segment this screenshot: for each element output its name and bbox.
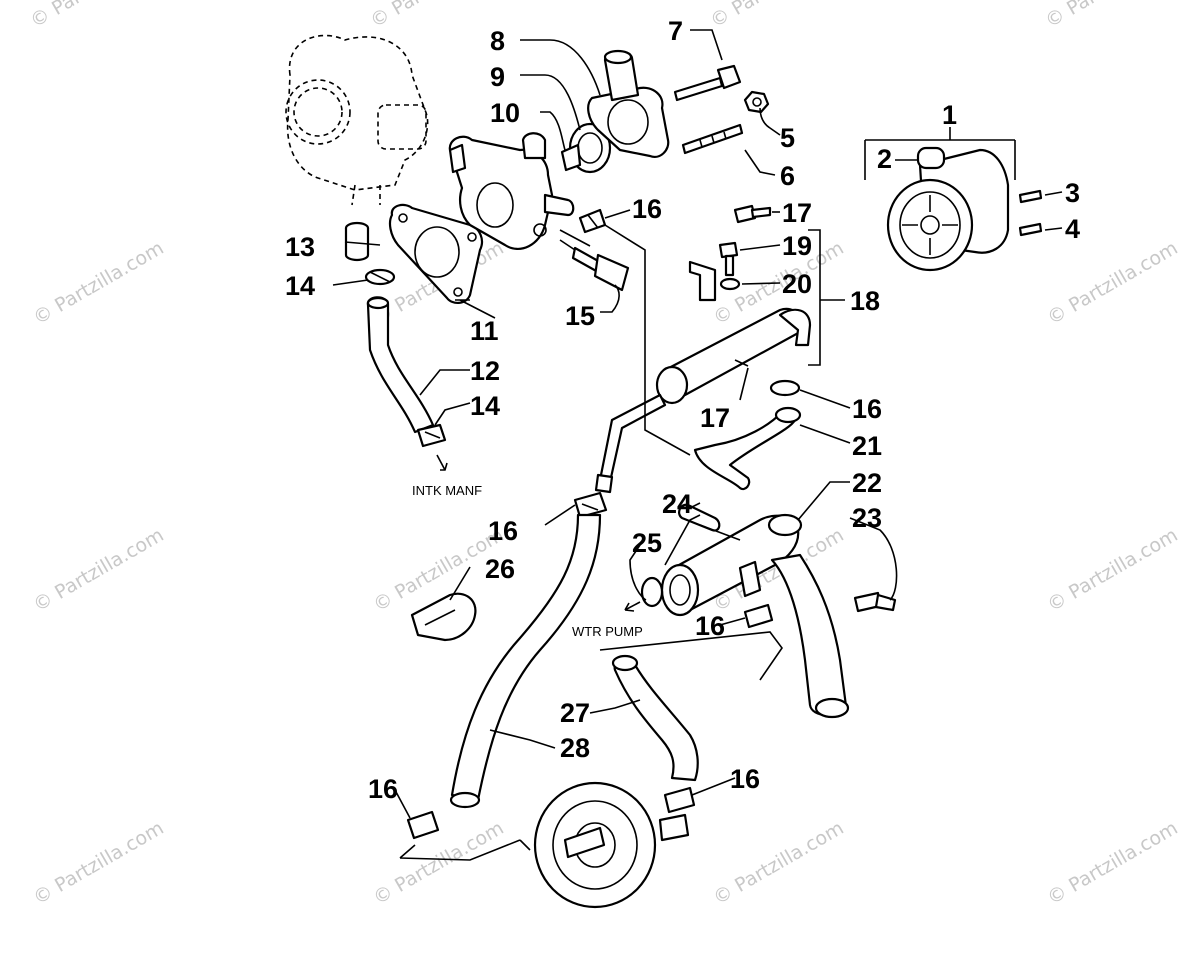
watermark: © Partzilla.com [1044, 817, 1182, 909]
part-16-clamp-right [769, 379, 801, 397]
part-16-clamp-left [573, 491, 608, 519]
callout-14-upper: 14 [285, 271, 315, 301]
watermark: © Partzilla.com [30, 237, 168, 329]
callout-2: 2 [877, 144, 892, 174]
callout-28: 28 [560, 733, 590, 763]
part-11-gasket [388, 203, 484, 304]
watermark: © Partzilla.com [707, 0, 845, 32]
part-25-o-ring [640, 576, 664, 608]
callout-7: 7 [668, 16, 683, 46]
callout-17-lower: 17 [700, 403, 730, 433]
watermark: © Partzilla.com [367, 0, 505, 32]
callout-8: 8 [490, 26, 505, 56]
callout-23: 23 [852, 503, 882, 533]
intake-manifold-note: INTK MANF [412, 483, 482, 498]
watermark: © Partzilla.com [1044, 524, 1182, 616]
callout-15: 15 [565, 301, 595, 331]
callout-25: 25 [632, 528, 662, 558]
part-10-thermostat [560, 122, 612, 174]
part-8-water-outlet [587, 49, 670, 158]
part-18-water-pipe [594, 260, 812, 494]
callout-5: 5 [780, 123, 795, 153]
callout-16-d: 16 [695, 611, 725, 641]
part-28-hose [449, 513, 602, 809]
callout-19: 19 [782, 231, 812, 261]
callout-labels: 1 2 3 4 5 6 7 8 9 10 11 12 13 14 14 15 1… [285, 16, 1080, 804]
throttle-body-reference [285, 34, 429, 206]
callout-12: 12 [470, 356, 500, 386]
leader-lines [332, 29, 1063, 861]
part-6-stud [681, 123, 744, 155]
part-16-clamp-bottom-left [406, 810, 440, 840]
callout-14-lower: 14 [470, 391, 500, 421]
part-7-bolt [673, 64, 742, 102]
part-20-washer [719, 277, 741, 291]
callout-4: 4 [1065, 214, 1080, 244]
watermark: © Partzilla.com [1042, 0, 1180, 32]
callout-16-c: 16 [488, 516, 518, 546]
watermark: © Partzilla.com [710, 817, 848, 909]
part-23-bolt [853, 591, 897, 613]
callout-22: 22 [852, 468, 882, 498]
watermark: © Partzilla.com [1044, 237, 1182, 329]
water-pump-note: WTR PUMP [572, 624, 643, 639]
lower-cooler-reference [533, 781, 690, 909]
callout-24: 24 [662, 489, 692, 519]
thermostat-housing [448, 132, 575, 251]
callout-9: 9 [490, 62, 505, 92]
callout-11: 11 [470, 316, 499, 346]
part-22-pipe [660, 513, 850, 719]
part-12-hose [366, 296, 435, 434]
part-16-clamp-upper [578, 208, 607, 234]
watermark: © Partzilla.com [30, 524, 168, 616]
callout-1: 1 [942, 100, 957, 130]
part-26-clip [410, 592, 477, 642]
part-13-tube [344, 221, 370, 262]
watermark: © Partzilla.com [30, 817, 168, 909]
callout-26: 26 [485, 554, 515, 584]
part-27-hose [611, 654, 699, 782]
part-14-clamp-lower [416, 423, 447, 448]
part-21-hose [693, 406, 802, 491]
callout-27: 27 [560, 698, 590, 728]
callout-16-a: 16 [632, 194, 662, 224]
part-16-clamp-bottom-right [663, 786, 696, 814]
callout-16-b: 16 [852, 394, 882, 424]
callout-17-upper: 17 [782, 198, 812, 228]
part-17-bolt-upper [733, 204, 772, 224]
pump-arrow [624, 601, 641, 612]
part-5-nut [743, 90, 770, 114]
callout-6: 6 [780, 161, 795, 191]
watermark: © Partzilla.com [27, 0, 165, 32]
callout-21: 21 [852, 431, 882, 461]
callout-3: 3 [1065, 178, 1080, 208]
part-19-bolt [718, 241, 739, 277]
part-15-sensor [559, 239, 630, 292]
callout-20: 20 [782, 269, 812, 299]
part-14-clamp-upper [364, 268, 396, 286]
callout-13: 13 [285, 232, 315, 262]
water-pump-assembly [886, 146, 1043, 272]
part-16-clamp-mid [743, 603, 774, 629]
callout-16-e: 16 [368, 774, 398, 804]
callout-18: 18 [850, 286, 880, 316]
callout-10: 10 [490, 98, 520, 128]
intake-arrow [436, 454, 448, 471]
callout-16-f: 16 [730, 764, 760, 794]
